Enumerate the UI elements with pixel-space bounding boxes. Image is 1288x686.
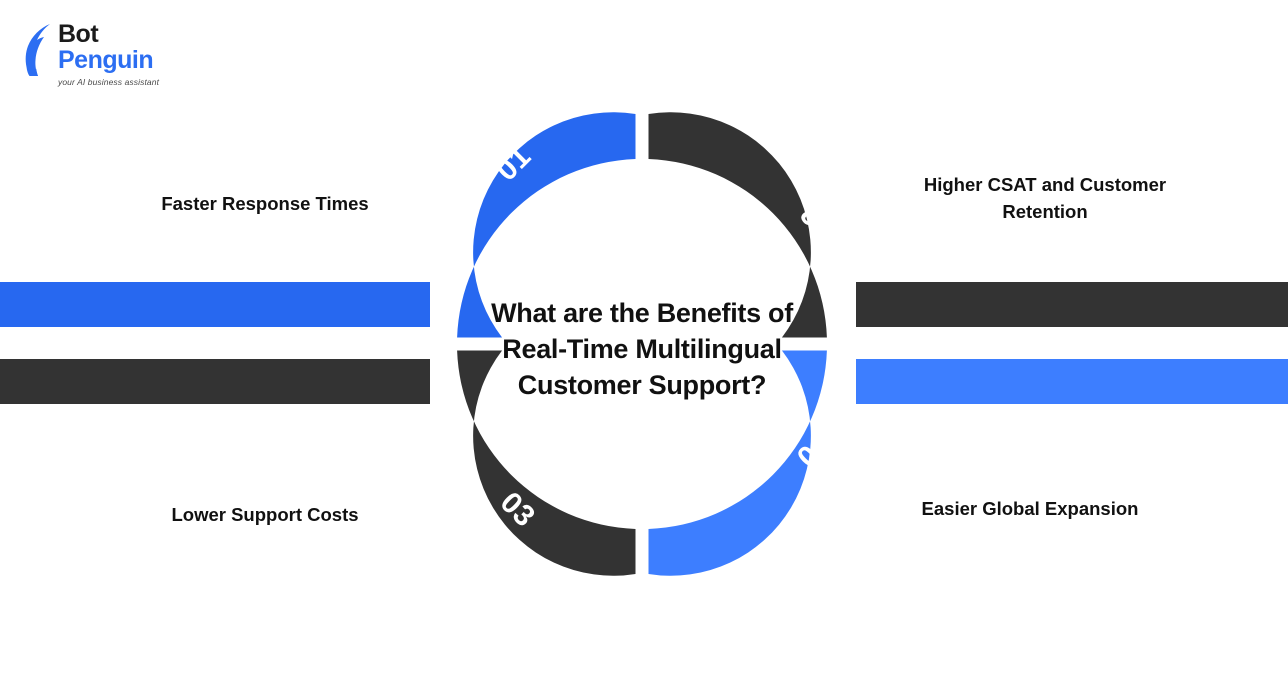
segment-label-03: Lower Support Costs xyxy=(30,502,500,529)
segment-label-04-line-1: Easier Global Expansion xyxy=(921,498,1139,519)
logo-word-bot: Bot xyxy=(58,20,99,48)
bar-segment-01 xyxy=(0,282,430,327)
penguin-icon xyxy=(20,22,54,78)
arc-segment-03 xyxy=(457,350,636,576)
segment-label-01-line-1: Faster Response Times xyxy=(161,193,369,214)
logo-word-penguin: Penguin xyxy=(58,46,154,74)
segment-label-03-line-1: Lower Support Costs xyxy=(171,504,359,525)
arc-segment-01 xyxy=(457,112,636,338)
segment-label-04: Easier Global Expansion xyxy=(840,496,1220,523)
arc-segment-04 xyxy=(648,350,827,576)
segment-label-01: Faster Response Times xyxy=(30,191,500,218)
center-title-line-2: Real-Time Multilingual xyxy=(502,333,782,364)
center-title-line-3: Customer Support? xyxy=(517,369,767,400)
arc-segment-02 xyxy=(648,112,827,338)
bar-segment-03 xyxy=(0,359,430,404)
segment-label-02: Higher CSAT and Customer Retention xyxy=(855,172,1235,226)
bar-segment-02 xyxy=(856,282,1288,327)
bar-segment-04 xyxy=(856,359,1288,404)
logo-tagline: your AI business assistant xyxy=(58,77,160,87)
center-title-line-1: What are the Benefits of xyxy=(491,298,793,328)
segment-label-02-line-2: Retention xyxy=(1002,200,1088,222)
logo-wordmark: Bot Penguin your AI business assistant xyxy=(58,22,159,87)
segment-label-02-line-1: Higher CSAT and Customer xyxy=(923,174,1167,195)
brand-logo[interactable]: Bot Penguin your AI business assistant xyxy=(20,22,159,87)
center-title: What are the Benefits of Real-Time Multi… xyxy=(457,296,827,404)
